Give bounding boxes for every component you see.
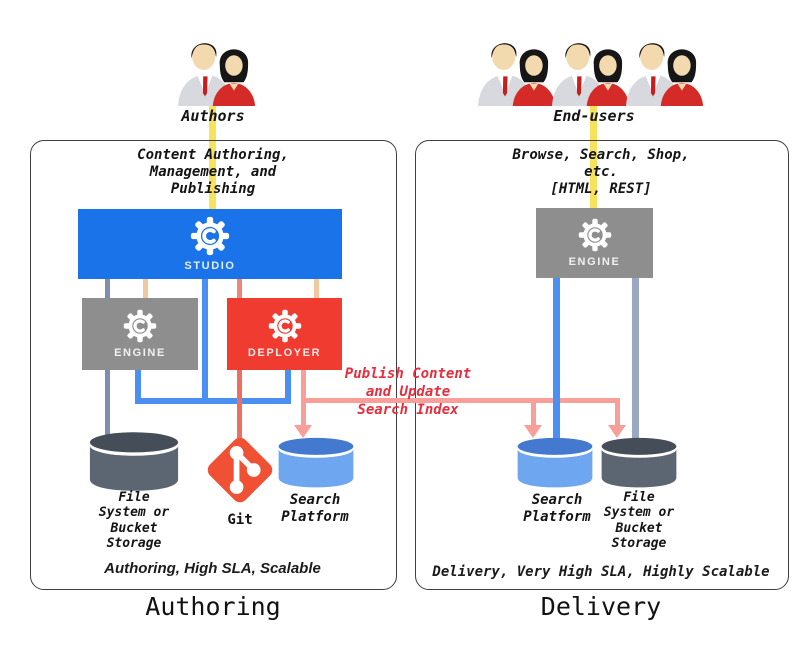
publish-storage-arrowhead: [608, 425, 626, 438]
delivery-storage-label: File System or Bucket Storage: [603, 490, 675, 551]
endusers-icon-1: [472, 34, 556, 106]
engine-bus-drop: [135, 370, 141, 404]
authors-icon: [172, 34, 256, 106]
studio-engine-link-2: [143, 279, 148, 299]
delivery-engine-storage-link: [632, 278, 639, 440]
deployer-search-arrowhead: [294, 425, 312, 438]
crafter-gear-icon: [268, 309, 302, 343]
git-icon: [207, 437, 273, 503]
delivery-engine-box: ENGINE: [536, 208, 653, 278]
delivery-flow-caption: Browse, Search, Shop, etc. [HTML, REST]: [512, 147, 690, 198]
delivery-search-cylinder-icon: [517, 437, 593, 488]
authoring-footer: Authoring, High SLA, Scalable: [104, 560, 321, 577]
studio-box: STUDIO: [78, 209, 342, 279]
publish-search-arrowhead: [524, 425, 542, 438]
publish-note: Publish Content and Update Search Index: [344, 366, 472, 418]
authors-flow-line: [209, 94, 216, 210]
endusers-icon-3: [620, 34, 704, 106]
engine-box-label: ENGINE: [114, 347, 166, 359]
studio-down-link: [202, 279, 208, 404]
blue-bus-horizontal: [135, 398, 291, 404]
delivery-footer: Delivery, Very High SLA, Highly Scalable: [432, 564, 770, 580]
publish-drop-storage: [615, 398, 620, 426]
publish-drop-search: [531, 398, 536, 426]
studio-deployer-link-2: [314, 279, 319, 299]
authoring-flow-caption: Content Authoring, Management, and Publi…: [137, 147, 289, 198]
search-platform-label: Search Platform: [281, 492, 349, 526]
deployer-git-link: [237, 370, 242, 440]
delivery-storage-cylinder-icon: [601, 437, 677, 488]
delivery-caption: Delivery: [540, 592, 662, 621]
authoring-panel: [30, 140, 397, 590]
delivery-engine-search-link: [553, 278, 560, 440]
engine-storage-link: [105, 370, 110, 442]
publish-line-horizontal: [303, 398, 620, 403]
authors-label: Authors: [181, 107, 245, 125]
git-label: Git: [227, 512, 253, 528]
delivery-engine-box-label: ENGINE: [568, 256, 621, 268]
deployer-bus-drop: [285, 370, 291, 404]
deployer-box-label: DEPLOYER: [247, 347, 322, 359]
authoring-engine-box: ENGINE: [82, 298, 198, 370]
deployer-box: DEPLOYER: [227, 298, 342, 370]
studio-deployer-link-1: [237, 279, 242, 299]
delivery-panel: [415, 140, 789, 590]
studio-engine-link-1: [105, 279, 110, 299]
studio-box-label: STUDIO: [184, 260, 236, 272]
endusers-flow-line: [590, 94, 597, 208]
endusers-label: End-users: [553, 107, 635, 125]
file-storage-label: File System or Bucket Storage: [98, 490, 170, 551]
file-storage-cylinder-icon: [89, 432, 179, 491]
crafter-gear-icon: [578, 218, 612, 252]
search-platform-cylinder-icon: [278, 437, 354, 488]
delivery-search-label: Search Platform: [523, 492, 591, 526]
crafter-gear-icon: [190, 216, 230, 256]
endusers-icon-2: [546, 34, 630, 106]
crafter-gear-icon: [123, 309, 157, 343]
authoring-caption: Authoring: [145, 592, 281, 621]
